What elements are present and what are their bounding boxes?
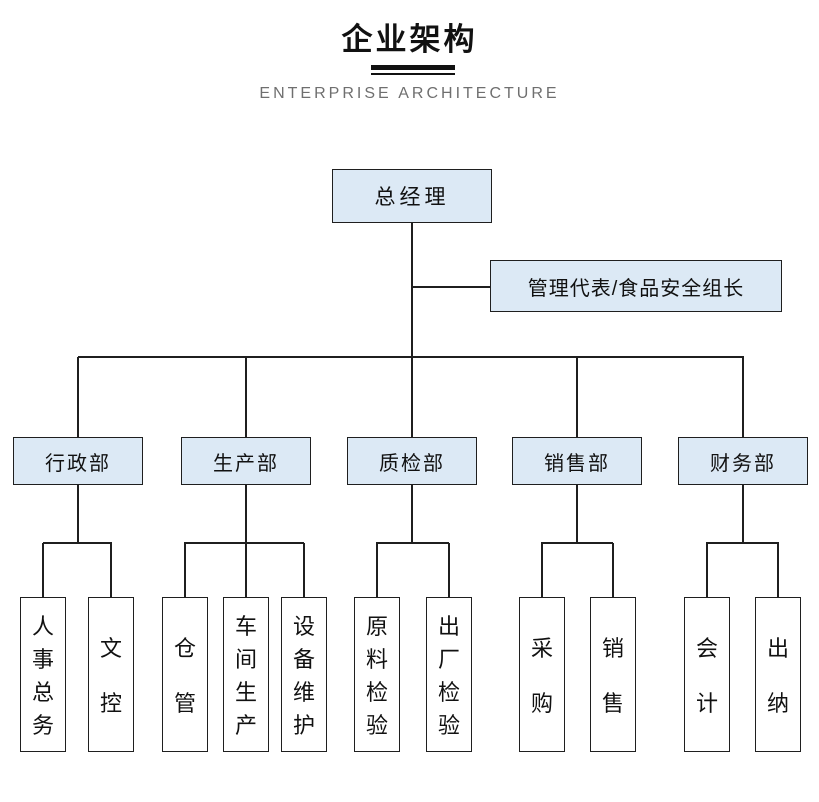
connector-line	[43, 542, 112, 544]
title-underline-thick	[371, 65, 455, 70]
connector-line	[541, 542, 613, 544]
page-title: 企业架构	[341, 22, 478, 57]
node-dept-admin: 行政部	[13, 437, 143, 485]
leaf-raw-material-inspection: 原料检验	[354, 597, 400, 752]
connector-line	[412, 286, 490, 288]
connector-line	[706, 543, 708, 597]
connector-line	[411, 485, 413, 543]
connector-line	[612, 543, 614, 597]
page-subtitle: ENTERPRISE ARCHITECTURE	[259, 85, 560, 102]
connector-line	[411, 223, 413, 437]
connector-line	[541, 543, 543, 597]
leaf-sales: 销售	[590, 597, 636, 752]
connector-line	[576, 485, 578, 543]
leaf-procurement: 采购	[519, 597, 565, 752]
connector-line	[245, 357, 247, 437]
connector-line	[110, 543, 112, 597]
node-dept-finance: 财务部	[678, 437, 808, 485]
leaf-accounting: 会计	[684, 597, 730, 752]
connector-line	[42, 543, 44, 597]
leaf-workshop-production: 车间生产	[223, 597, 269, 752]
connector-line	[77, 485, 79, 543]
leaf-hr-general-affairs: 人事总务	[20, 597, 66, 752]
connector-line	[184, 543, 186, 597]
connector-line	[78, 356, 744, 358]
node-management-representative: 管理代表/食品安全组长	[490, 260, 782, 312]
connector-line	[742, 357, 744, 437]
connector-line	[706, 542, 779, 544]
leaf-cashier: 出纳	[755, 597, 801, 752]
node-general-manager: 总经理	[332, 169, 492, 223]
connector-line	[245, 485, 247, 543]
connector-line	[376, 543, 378, 597]
connector-line	[576, 357, 578, 437]
leaf-warehouse-management: 仓管	[162, 597, 208, 752]
connector-line	[245, 543, 247, 597]
connector-line	[376, 542, 449, 544]
leaf-outgoing-inspection: 出厂检验	[426, 597, 472, 752]
node-dept-sales: 销售部	[512, 437, 642, 485]
connector-line	[448, 543, 450, 597]
node-dept-production: 生产部	[181, 437, 311, 485]
title-underline-thin	[371, 73, 455, 75]
leaf-document-control: 文控	[88, 597, 134, 752]
connector-line	[77, 357, 79, 437]
connector-line	[777, 543, 779, 597]
connector-line	[742, 485, 744, 543]
connector-line	[303, 543, 305, 597]
leaf-equipment-maintenance: 设备维护	[281, 597, 327, 752]
node-dept-quality: 质检部	[347, 437, 477, 485]
connector-line	[184, 542, 304, 544]
